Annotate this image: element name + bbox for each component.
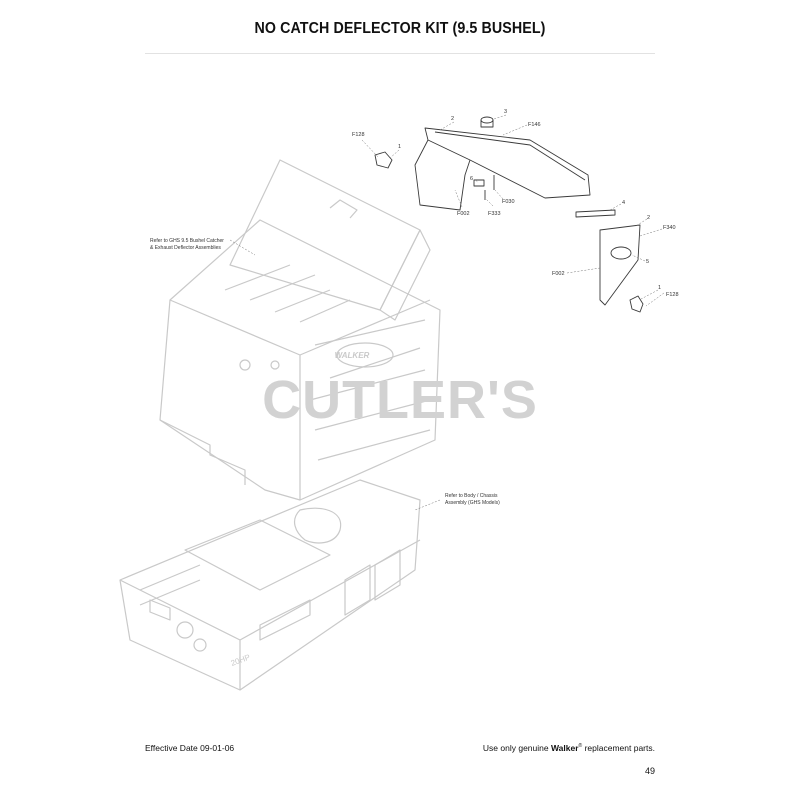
note-catcher-line2: & Exhaust Deflector Assemblies (150, 245, 221, 251)
watermark: CUTLER'S (262, 370, 538, 430)
callout-6: 6 (470, 176, 473, 182)
effective-date: Effective Date 09-01-06 (145, 743, 235, 753)
callout-4: 4 (622, 200, 625, 206)
genuine-parts-note: Use only genuine Walker® replacement par… (483, 743, 655, 753)
page-number: 49 (644, 766, 655, 776)
callout-leaders (229, 114, 665, 511)
registered-mark: ® (578, 743, 583, 750)
callout-f002-bottom: F002 (552, 271, 565, 277)
walker-badge-text: WALKER (335, 351, 370, 360)
callout-f146: F146 (528, 122, 541, 128)
page-title: NO CATCH DEFLECTOR KIT (9.5 BUSHEL) (254, 20, 546, 37)
callout-f030: F030 (502, 199, 515, 205)
callout-f340: F340 (663, 225, 676, 231)
callout-f002-top: F002 (457, 211, 470, 217)
genuine-parts-prefix: Use only genuine (482, 743, 549, 753)
callout-2-mid: 2 (647, 215, 650, 221)
grass-catcher-drawing (159, 159, 441, 501)
note-body-line1: Refer to Body / Chassis (445, 493, 498, 499)
callout-3: 3 (504, 109, 507, 115)
callout-f333: F333 (488, 211, 501, 217)
chassis-drawing (119, 479, 421, 691)
callout-1-top: 1 (398, 144, 401, 150)
callout-2-top: 2 (451, 116, 454, 122)
note-catcher-line1: Refer to GHS 9.5 Bushel Catcher (150, 238, 224, 244)
deflector-kit-parts (374, 116, 644, 313)
genuine-parts-suffix: replacement parts. (584, 743, 655, 753)
note-body-line2: Assembly (GHS Models) (445, 500, 500, 506)
callout-5: 5 (646, 259, 649, 265)
callout-f128-top: F128 (352, 132, 365, 138)
walker-brand: Walker (550, 743, 579, 753)
title-rule (145, 53, 655, 54)
callout-1-bottom: 1 (658, 285, 661, 291)
callout-f128-bottom: F128 (666, 292, 679, 298)
